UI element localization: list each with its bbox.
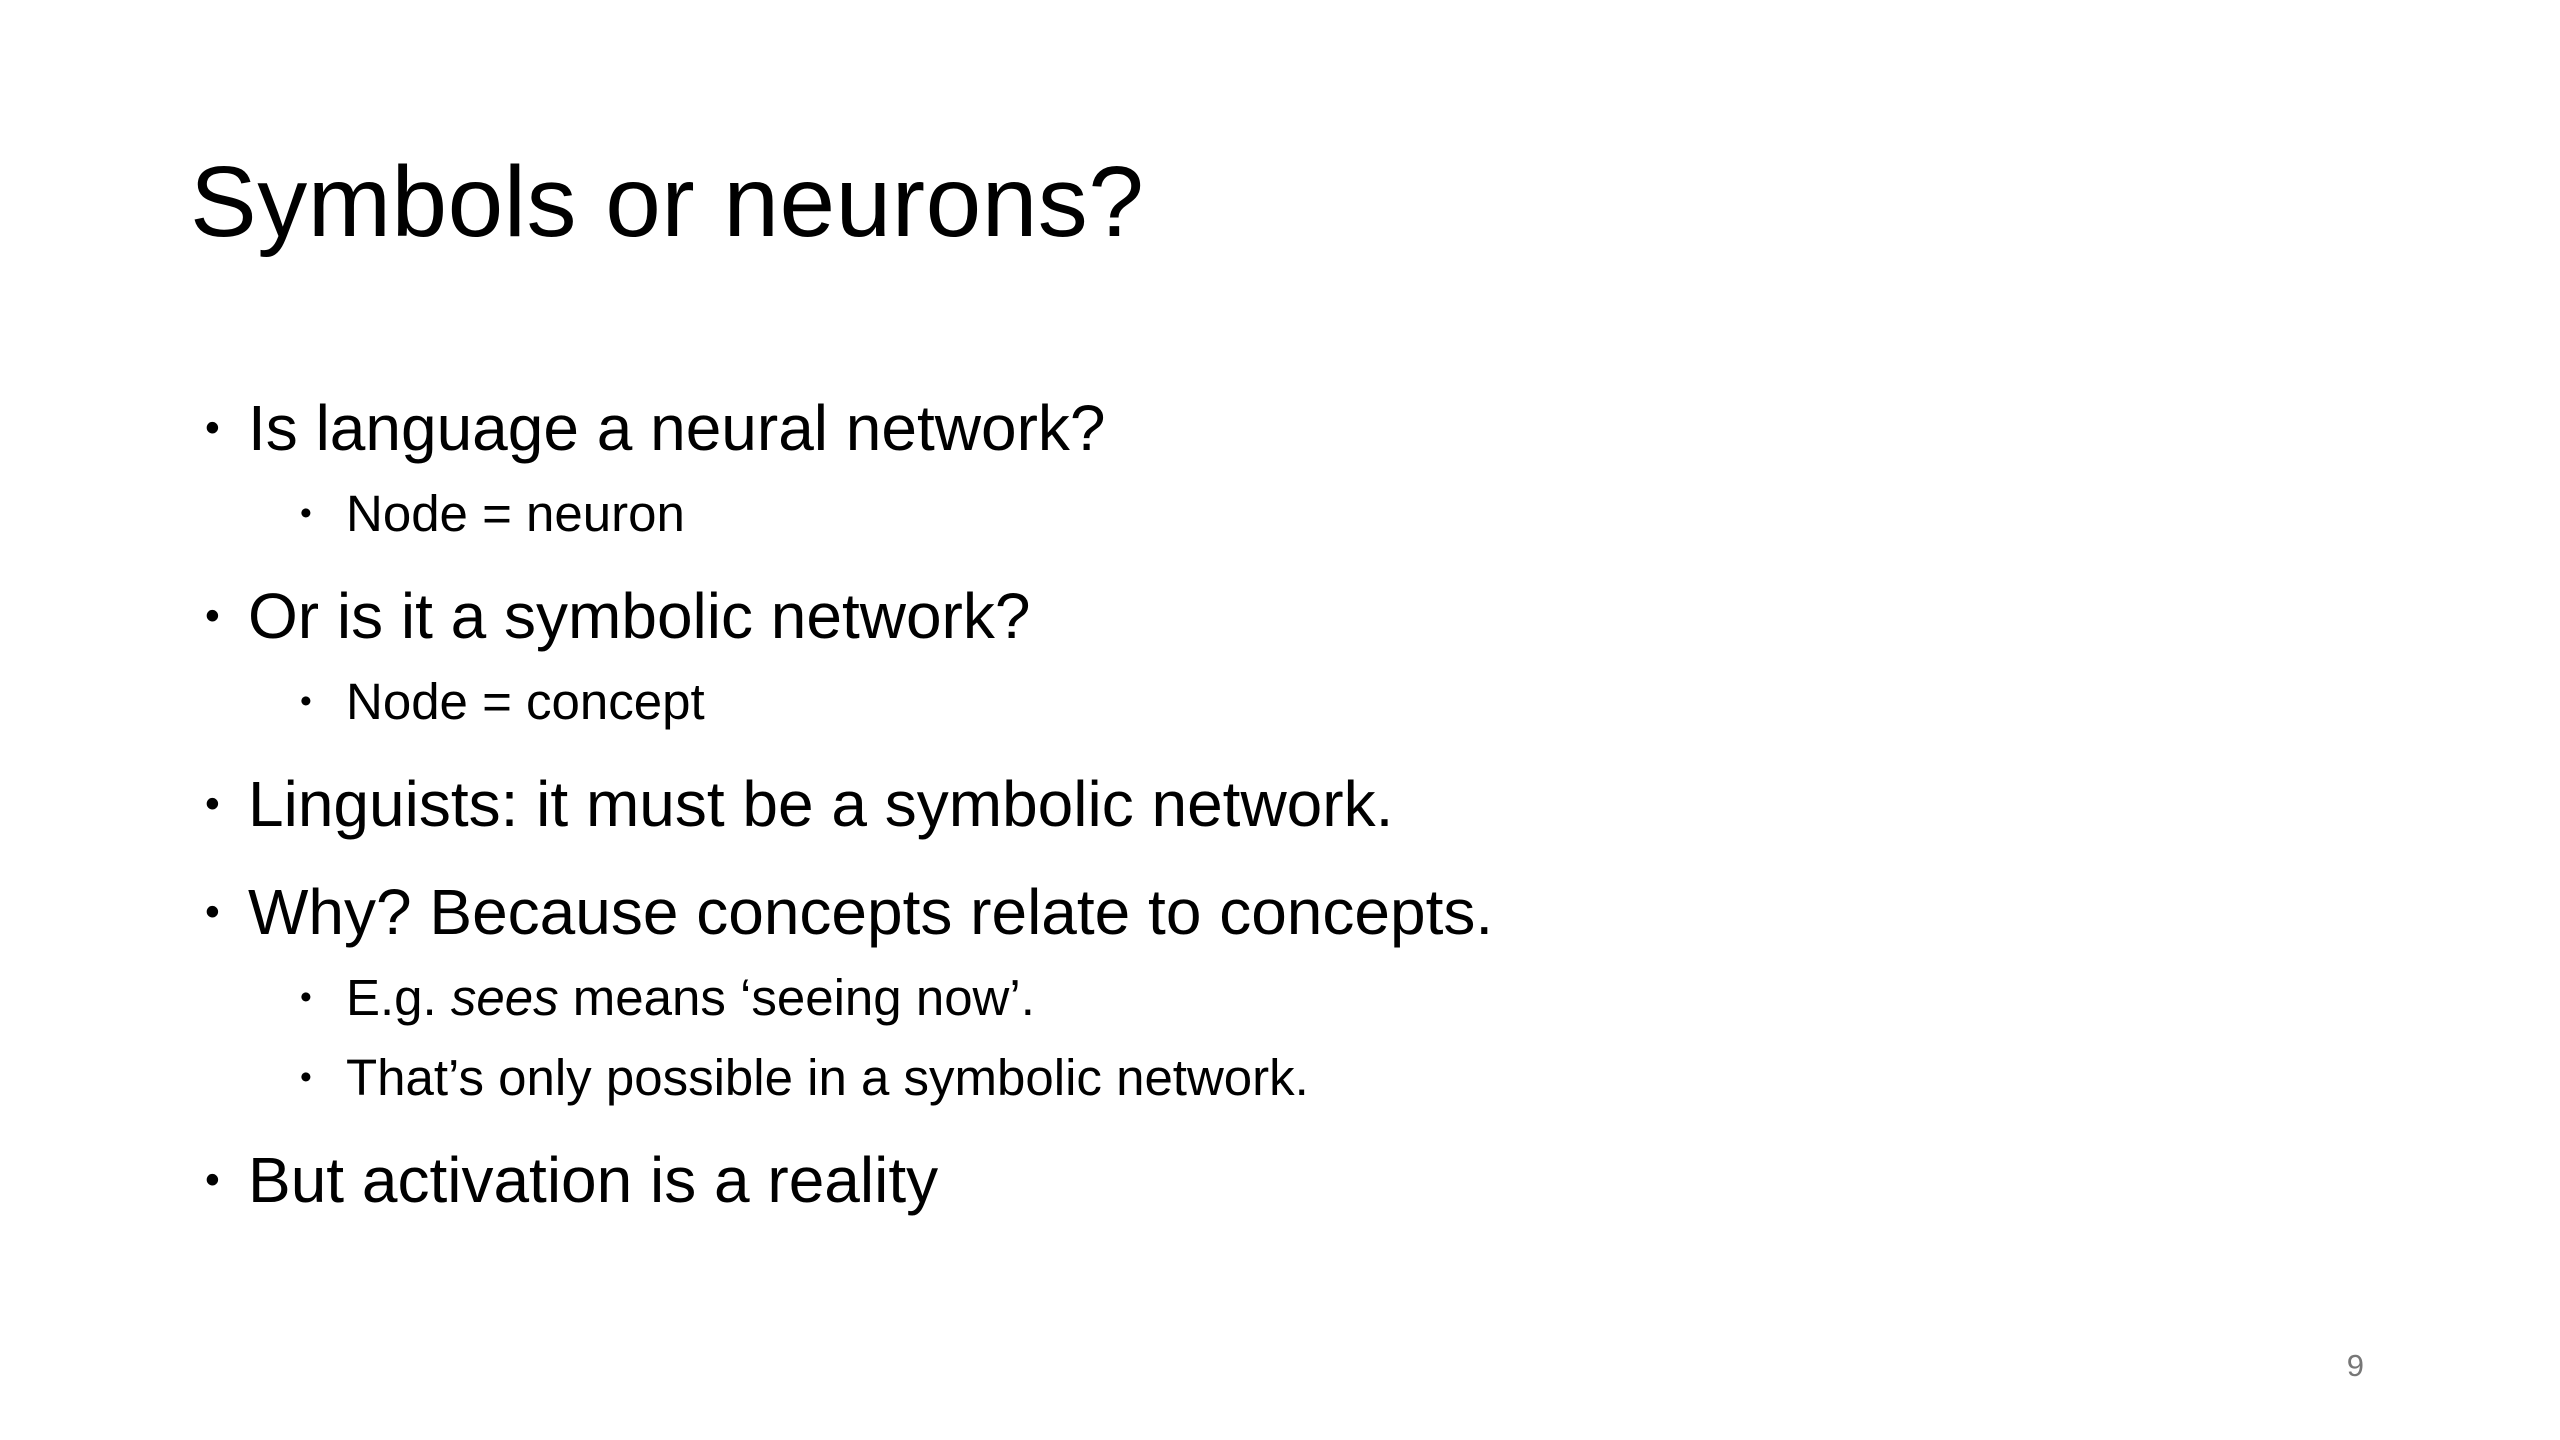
page-number: 9 — [2346, 1348, 2364, 1383]
bullet-icon: • — [205, 780, 220, 827]
list-item-text: Node = concept — [346, 673, 705, 730]
list-item-text: That’s only possible in a symbolic netwo… — [346, 1049, 1309, 1106]
bullet-icon: • — [205, 888, 220, 935]
list-item: • That’s only possible in a symbolic netw… — [300, 1046, 2480, 1110]
list-item: • Is language a neural network? — [205, 390, 2480, 466]
list-item: • But activation is a reality — [205, 1142, 2480, 1218]
bullet-icon: • — [205, 592, 220, 639]
list-item-text: Why? Because concepts relate to concepts… — [248, 876, 1494, 948]
bullet-icon: • — [205, 404, 220, 451]
list-item: • Or is it a symbolic network? — [205, 578, 2480, 654]
list-item: • Node = neuron — [300, 482, 2480, 546]
list-item-text: Linguists: it must be a symbolic network… — [248, 768, 1394, 840]
list-item: • Node = concept — [300, 670, 2480, 734]
bullet-icon: • — [300, 683, 312, 720]
bullet-list: • Is language a neural network? • Node = ne… — [205, 390, 2480, 1218]
list-item: • E.g. sees means ‘seeing now’. — [300, 966, 2480, 1030]
slide-title: Symbols or neurons? — [190, 146, 1145, 258]
list-item: • Why? Because concepts relate to concept… — [205, 874, 2480, 950]
list-item-text: Or is it a symbolic network? — [248, 580, 1031, 652]
list-item-text: E.g. sees means ‘seeing now’. — [346, 969, 1035, 1026]
bullet-icon: • — [205, 1156, 220, 1203]
bullet-icon: • — [300, 1059, 312, 1096]
bullet-icon: • — [300, 979, 312, 1016]
bullet-icon: • — [300, 495, 312, 532]
list-item-text: But activation is a reality — [248, 1144, 939, 1216]
list-item: • Linguists: it must be a symbolic networ… — [205, 766, 2480, 842]
list-item-text: Node = neuron — [346, 485, 685, 542]
list-item-text: Is language a neural network? — [248, 392, 1106, 464]
